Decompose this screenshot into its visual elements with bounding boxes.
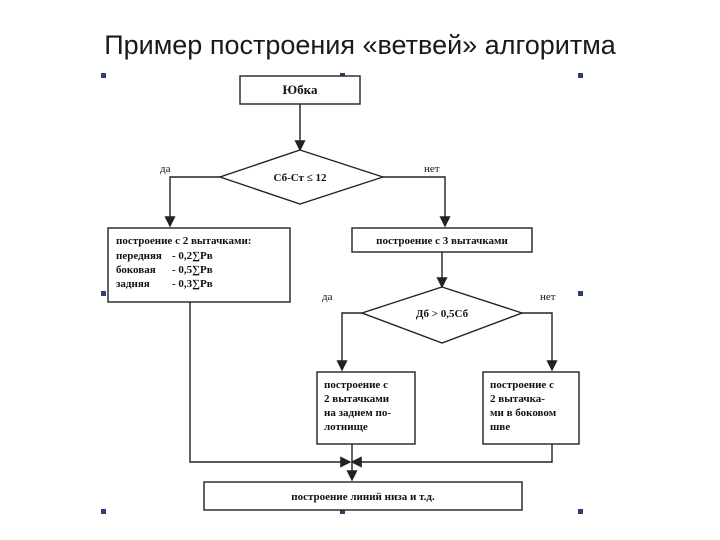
final-label: построение линий низа и т.д. <box>291 491 435 503</box>
connector <box>189 302 352 468</box>
left-row-1-name: передняя <box>116 250 162 262</box>
yes2-line-2: 2 вытачками <box>324 393 390 405</box>
no2-process-box <box>482 371 580 445</box>
left-row-2-value: - 0,5∑Рв <box>172 264 213 276</box>
yes-label-2: да <box>322 291 333 303</box>
no2-line-4: шве <box>490 421 510 433</box>
right-box-label: построение с 3 вытачками <box>376 235 508 247</box>
slide-title: Пример построения «ветвей» алгоритма <box>104 30 616 60</box>
no-label-2: нет <box>540 291 556 303</box>
decision-2-label: Дб > 0,5Сб <box>416 308 469 320</box>
yes2-line-1: построение с <box>324 379 388 391</box>
yes2-line-3: на заднем по- <box>324 407 391 419</box>
no2-line-1: построение с <box>490 379 554 391</box>
connector <box>522 312 558 372</box>
yes2-line-4: лотнище <box>324 421 368 433</box>
decision-1 <box>217 149 386 205</box>
connector <box>336 312 362 372</box>
left-process-box <box>107 227 291 303</box>
connector <box>350 444 553 468</box>
yes2-process-box <box>316 371 416 445</box>
start-label: Юбка <box>283 82 318 97</box>
connector <box>383 176 451 228</box>
left-box-head: построение с 2 вытачками: <box>116 235 251 247</box>
left-row-2-name: боковая <box>116 264 156 276</box>
no2-line-3: ми в боковом <box>490 407 557 419</box>
yes-label-1: да <box>160 163 171 175</box>
left-row-1-value: - 0,2∑Рв <box>172 250 213 262</box>
no-label-1: нет <box>424 163 440 175</box>
connector <box>164 176 220 228</box>
left-row-3-name: задняя <box>116 278 150 290</box>
decision-1-label: Сб-Ст ≤ 12 <box>274 172 327 184</box>
final-process-box <box>203 481 523 511</box>
left-row-3-value: - 0,3∑Рв <box>172 278 213 290</box>
decision-2 <box>359 286 525 344</box>
no2-line-2: 2 вытачка- <box>490 393 545 405</box>
